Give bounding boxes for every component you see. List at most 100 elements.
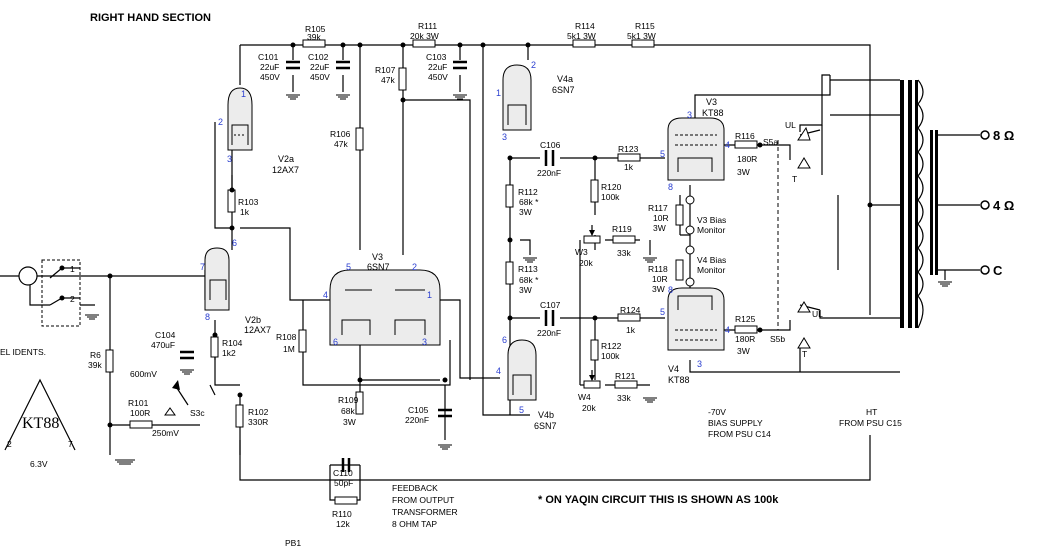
- svg-text:1M: 1M: [283, 344, 295, 354]
- svg-text:C103: C103: [426, 52, 447, 62]
- svg-text:T: T: [802, 349, 807, 359]
- svg-text:R124: R124: [620, 305, 641, 315]
- svg-text:7: 7: [68, 439, 73, 449]
- svg-text:10R: 10R: [652, 274, 668, 284]
- svg-text:12AX7: 12AX7: [244, 325, 271, 335]
- svg-text:Monitor: Monitor: [697, 225, 726, 235]
- svg-text:3W: 3W: [343, 417, 356, 427]
- svg-text:KT88: KT88: [22, 415, 59, 432]
- svg-text:R125: R125: [735, 314, 756, 324]
- svg-text:2: 2: [70, 294, 75, 304]
- svg-text:V2a: V2a: [278, 154, 294, 164]
- svg-text:5: 5: [660, 149, 665, 159]
- svg-text:1: 1: [427, 290, 432, 300]
- svg-text:V3: V3: [706, 97, 717, 107]
- svg-text:R119: R119: [612, 224, 632, 234]
- svg-text:3W: 3W: [737, 167, 750, 177]
- svg-text:100R: 100R: [130, 408, 150, 418]
- svg-text:KT88: KT88: [702, 108, 724, 118]
- tube-v2b: 6 7 8 V2b 12AX7: [200, 238, 271, 335]
- svg-text:1k: 1k: [624, 162, 634, 172]
- svg-text:UL: UL: [785, 120, 796, 130]
- junction-dots: [107, 42, 873, 428]
- svg-text:22uF: 22uF: [428, 62, 447, 72]
- svg-text:KT88: KT88: [668, 375, 690, 385]
- resistor-r111: [412, 39, 436, 48]
- resistors: R105 39k R111 20k 3W R114 5k1 3W R115 5k…: [88, 21, 758, 529]
- switch-s5b: UL S5b T: [770, 301, 823, 359]
- svg-text:V4b: V4b: [538, 410, 554, 420]
- svg-text:4: 4: [725, 140, 730, 150]
- svg-text:20k: 20k: [579, 258, 593, 268]
- svg-text:3: 3: [697, 359, 702, 369]
- svg-text:68k: 68k: [341, 406, 355, 416]
- svg-text:1: 1: [70, 264, 75, 274]
- svg-text:3W: 3W: [737, 346, 750, 356]
- svg-text:BIAS SUPPLY: BIAS SUPPLY: [708, 418, 763, 428]
- svg-text:C110: C110: [333, 468, 353, 478]
- svg-text:6: 6: [502, 335, 507, 345]
- resistor-r115: [631, 39, 655, 48]
- svg-text:C105: C105: [408, 405, 429, 415]
- svg-text:4: 4: [725, 325, 730, 335]
- svg-text:180R: 180R: [735, 334, 755, 344]
- svg-text:V3 Bias: V3 Bias: [697, 215, 726, 225]
- svg-text:68k *: 68k *: [519, 275, 539, 285]
- resistor-r113: [505, 261, 514, 285]
- svg-text:UL: UL: [812, 309, 823, 319]
- resistor-r125: [734, 325, 758, 334]
- svg-text:R107: R107: [375, 65, 396, 75]
- svg-text:5: 5: [346, 262, 351, 272]
- switch-s5a: UL S5a T: [763, 120, 811, 184]
- svg-text:3: 3: [502, 132, 507, 142]
- svg-text:12AX7: 12AX7: [272, 165, 299, 175]
- notes: -70V BIAS SUPPLY FROM PSU C14 HT FROM PS…: [285, 407, 902, 547]
- resistor-r102: [235, 404, 244, 428]
- svg-text:R113: R113: [518, 264, 538, 274]
- svg-text:250mV: 250mV: [152, 428, 179, 438]
- svg-text:100k: 100k: [601, 351, 620, 361]
- svg-text:R117: R117: [648, 203, 668, 213]
- svg-text:R116: R116: [735, 131, 755, 141]
- page-title: RIGHT HAND SECTION: [90, 12, 211, 24]
- svg-text:R109: R109: [338, 395, 359, 405]
- svg-text:R118: R118: [648, 264, 668, 274]
- svg-text:5k1 3W: 5k1 3W: [627, 31, 656, 41]
- svg-text:8: 8: [668, 182, 673, 192]
- svg-text:3W: 3W: [519, 285, 532, 295]
- svg-text:3W: 3W: [653, 223, 666, 233]
- svg-text:R114: R114: [575, 21, 595, 31]
- svg-text:5k1 3W: 5k1 3W: [567, 31, 596, 41]
- svg-text:22uF: 22uF: [310, 62, 329, 72]
- svg-text:600mV: 600mV: [130, 369, 157, 379]
- svg-text:C104: C104: [155, 330, 176, 340]
- capacitors: C101 22uF 450V C102 22uF 450V C103 22uF …: [151, 52, 561, 488]
- svg-text:39k: 39k: [307, 32, 321, 42]
- svg-text:68k *: 68k *: [519, 197, 539, 207]
- svg-text:C101: C101: [258, 52, 279, 62]
- resistor-r107: [398, 67, 407, 91]
- svg-text:R115: R115: [635, 21, 655, 31]
- svg-text:R110: R110: [332, 509, 352, 519]
- svg-text:S3c: S3c: [190, 408, 205, 418]
- svg-text:22uF: 22uF: [260, 62, 279, 72]
- resistor-r123: [617, 153, 641, 162]
- resistor-r124: [617, 313, 641, 322]
- svg-text:V4 Bias: V4 Bias: [697, 255, 726, 265]
- svg-text:33k: 33k: [617, 248, 631, 258]
- tube-v4-kt88: 8 5 4 3 V4 KT88: [660, 285, 730, 385]
- resistor-r109: [355, 391, 364, 415]
- svg-text:220nF: 220nF: [537, 168, 561, 178]
- svg-text:R103: R103: [238, 197, 259, 207]
- svg-text:4: 4: [323, 290, 328, 300]
- svg-text:V4a: V4a: [557, 74, 573, 84]
- svg-text:FROM OUTPUT: FROM OUTPUT: [392, 495, 454, 505]
- svg-text:R123: R123: [618, 144, 639, 154]
- resistor-r122: [590, 339, 599, 361]
- svg-text:1: 1: [241, 89, 246, 99]
- svg-text:12k: 12k: [336, 519, 350, 529]
- svg-text:3: 3: [227, 154, 232, 164]
- svg-text:R6: R6: [90, 350, 101, 360]
- svg-text:2: 2: [7, 439, 12, 449]
- svg-text:W4: W4: [578, 392, 591, 402]
